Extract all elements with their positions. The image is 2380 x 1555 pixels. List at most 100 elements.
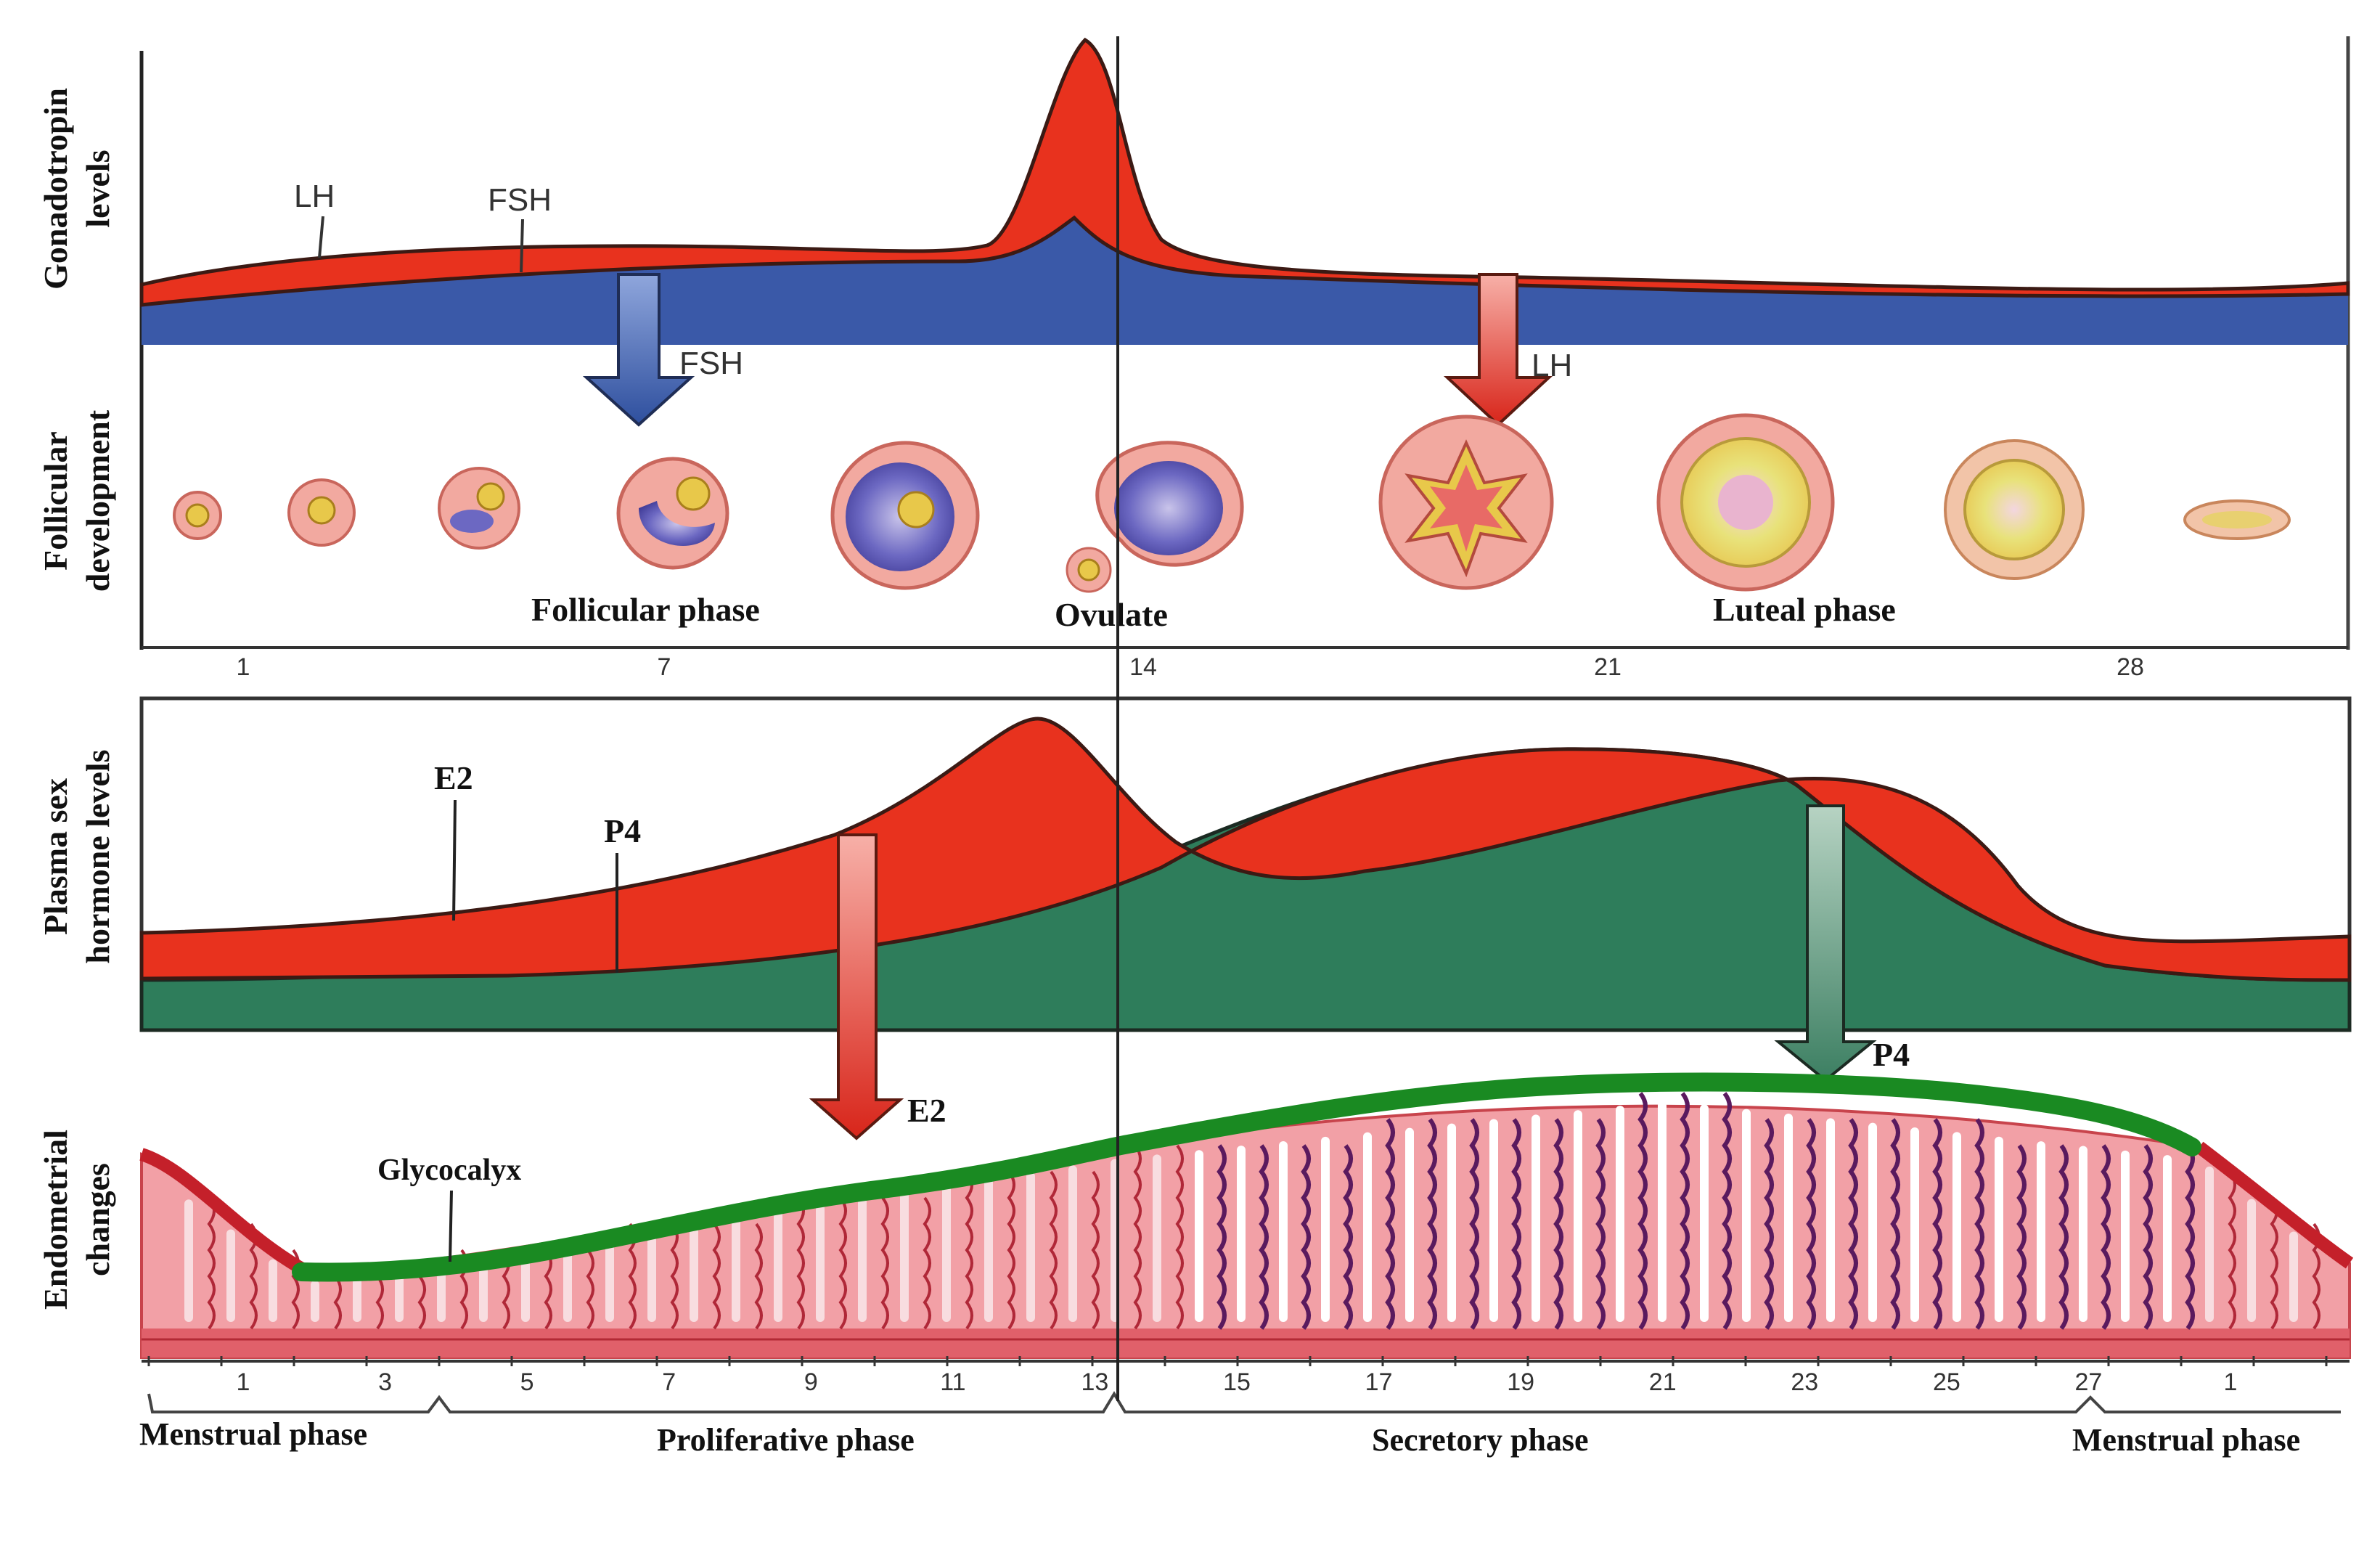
spiral-artery bbox=[1259, 1144, 1269, 1330]
spiral-artery bbox=[2058, 1144, 2069, 1330]
fsh-pointer bbox=[520, 219, 524, 273]
spiral-artery bbox=[1722, 1092, 1732, 1330]
endometrial-day-tick: 19 bbox=[1507, 1368, 1534, 1396]
follicle-ovulating bbox=[1066, 441, 1244, 593]
glycocalyx-label: Glycocalyx bbox=[377, 1154, 521, 1187]
glycocalyx-pointer bbox=[449, 1190, 453, 1262]
spiral-artery bbox=[2228, 1170, 2236, 1330]
endometrial-day-tick: 1 bbox=[237, 1368, 250, 1396]
lh-label: LH bbox=[294, 179, 335, 214]
endometrial-day-tick: 11 bbox=[940, 1368, 965, 1396]
spiral-artery bbox=[586, 1249, 594, 1330]
spiral-artery bbox=[375, 1275, 384, 1330]
spiral-artery bbox=[754, 1223, 763, 1330]
ylabel-endometrial-2: changes bbox=[79, 1163, 116, 1276]
ylabel-hormone-2: hormone levels bbox=[79, 749, 116, 963]
phase-proliferative: Proliferative phase bbox=[657, 1422, 915, 1458]
lh-arrow-label: LH bbox=[1532, 348, 1572, 383]
follicle-2 bbox=[287, 478, 356, 547]
fsh-curve bbox=[142, 218, 2348, 345]
spiral-artery bbox=[1469, 1118, 1479, 1330]
y-labels: Gonadotropin levels Follicular developme… bbox=[37, 88, 116, 1310]
fsh-arrow-label: FSH bbox=[679, 346, 743, 381]
spiral-artery bbox=[2016, 1144, 2027, 1330]
e2-pointer bbox=[452, 799, 457, 921]
endometrial-day-tick: 15 bbox=[1223, 1368, 1251, 1396]
ylabel-follicular-2: development bbox=[79, 409, 116, 592]
phase-menstrual-1: Menstrual phase bbox=[139, 1416, 367, 1452]
spiral-artery bbox=[1049, 1170, 1058, 1330]
hormone-panel: E2 P4 E2 P4 bbox=[139, 696, 2352, 1140]
spiral-artery bbox=[1974, 1118, 1984, 1330]
spiral-artery bbox=[712, 1223, 721, 1330]
spiral-artery bbox=[1385, 1118, 1395, 1330]
spiral-artery bbox=[1595, 1118, 1606, 1330]
spiral-artery bbox=[923, 1196, 931, 1330]
endometrial-glands bbox=[184, 1092, 2320, 1330]
follicular-day-tick: 1 bbox=[237, 653, 250, 681]
follicular-day-ticks: 1 7 14 21 28 bbox=[237, 653, 2144, 681]
ovulate-label: Ovulate bbox=[1055, 596, 1168, 633]
p4-arrow bbox=[1774, 804, 1877, 1082]
fsh-label: FSH bbox=[488, 182, 552, 218]
lh-pointer bbox=[318, 216, 324, 258]
corpus-luteum-2 bbox=[1656, 413, 1835, 592]
fsh-arrow bbox=[582, 273, 695, 427]
follicle-series bbox=[173, 413, 2291, 593]
endometrial-day-tick: 3 bbox=[378, 1368, 392, 1396]
spiral-artery bbox=[1511, 1118, 1521, 1330]
endometrial-day-tick: 23 bbox=[1791, 1368, 1818, 1396]
spiral-artery bbox=[1637, 1092, 1648, 1330]
spiral-artery bbox=[796, 1196, 805, 1330]
spiral-artery bbox=[1091, 1170, 1100, 1330]
follicular-day-tick: 7 bbox=[658, 653, 671, 681]
endometrial-day-tick: 27 bbox=[2075, 1368, 2103, 1396]
basal-layer bbox=[142, 1329, 2350, 1358]
p4-arrow-label: P4 bbox=[1873, 1036, 1910, 1073]
spiral-artery bbox=[1890, 1118, 1900, 1330]
ylabel-hormone-1: Plasma sex bbox=[37, 778, 74, 935]
glycocalyx-line bbox=[292, 1072, 2201, 1282]
spiral-artery bbox=[1343, 1144, 1353, 1330]
ylabel-gonadotropin-2: levels bbox=[79, 150, 116, 227]
spiral-artery bbox=[1806, 1118, 1816, 1330]
phase-secretory: Secretory phase bbox=[1372, 1422, 1589, 1458]
follicular-day-tick: 14 bbox=[1129, 653, 1157, 681]
menstrual-edge-right bbox=[2195, 1141, 2354, 1269]
e2-arrow bbox=[809, 833, 904, 1140]
spiral-artery bbox=[838, 1196, 847, 1330]
follicular-day-tick: 28 bbox=[2117, 653, 2144, 681]
spiral-artery bbox=[1133, 1144, 1142, 1330]
spiral-artery bbox=[2270, 1196, 2278, 1330]
spiral-artery bbox=[1764, 1118, 1774, 1330]
spiral-artery bbox=[544, 1249, 552, 1330]
endometrial-day-tick: 25 bbox=[1933, 1368, 1960, 1396]
spiral-artery bbox=[417, 1275, 426, 1330]
spiral-artery bbox=[2101, 1144, 2111, 1330]
spiral-artery bbox=[207, 1196, 216, 1330]
lh-arrow bbox=[1443, 273, 1553, 427]
follicular-phase-label: Follicular phase bbox=[531, 591, 760, 628]
corpus-luteum-1 bbox=[1378, 415, 1554, 590]
spiral-artery bbox=[1932, 1118, 1942, 1330]
follicular-day-tick: 21 bbox=[1594, 653, 1622, 681]
ylabel-gonadotropin-1: Gonadotropin bbox=[37, 88, 74, 290]
spiral-artery bbox=[1427, 1118, 1437, 1330]
endometrial-day-tick: 17 bbox=[1365, 1368, 1393, 1396]
spiral-artery bbox=[1175, 1144, 1184, 1330]
spiral-artery bbox=[880, 1196, 889, 1330]
follicle-5 bbox=[830, 441, 980, 590]
e2-label: E2 bbox=[434, 759, 473, 796]
follicle-4 bbox=[616, 457, 729, 570]
spiral-artery bbox=[2185, 1144, 2195, 1330]
gonadotropin-panel: LH FSH FSH LH bbox=[139, 36, 2350, 681]
spiral-artery bbox=[2143, 1144, 2153, 1330]
follicle-3 bbox=[438, 467, 520, 550]
spiral-artery bbox=[1216, 1144, 1227, 1330]
lh-curve bbox=[139, 37, 2350, 307]
ylabel-endometrial-1: Endometrial bbox=[37, 1130, 74, 1310]
spiral-artery bbox=[1680, 1092, 1690, 1330]
